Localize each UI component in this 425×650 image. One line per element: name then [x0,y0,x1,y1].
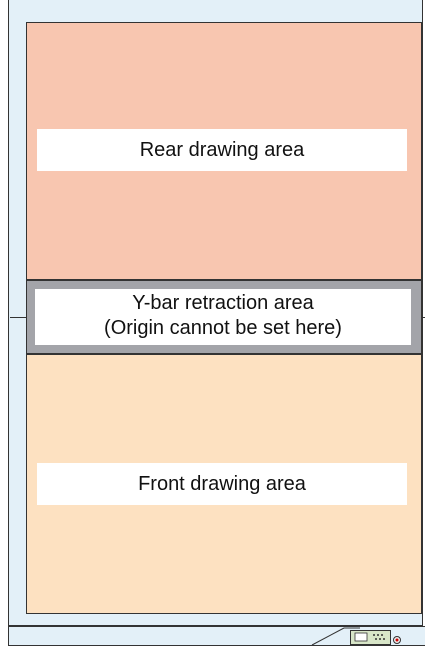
retraction-area-note: (Origin cannot be set here) [104,317,342,339]
retraction-area-label: Y-bar retraction area (Origin cannot be … [35,289,411,345]
retraction-area-title: Y-bar retraction area [132,292,314,314]
origin-line-left [10,317,26,318]
control-panel-icon [350,630,401,645]
front-drawing-area: Front drawing area [26,354,422,614]
origin-line-right [422,317,425,318]
y-bar-retraction-area: Y-bar retraction area (Origin cannot be … [26,280,422,354]
front-drawing-area-label: Front drawing area [37,463,407,505]
frame-bottom-rail [8,626,425,646]
rear-drawing-area: Rear drawing area [26,22,422,280]
rail-slope-line [311,627,360,646]
rear-drawing-area-label: Rear drawing area [37,129,407,171]
